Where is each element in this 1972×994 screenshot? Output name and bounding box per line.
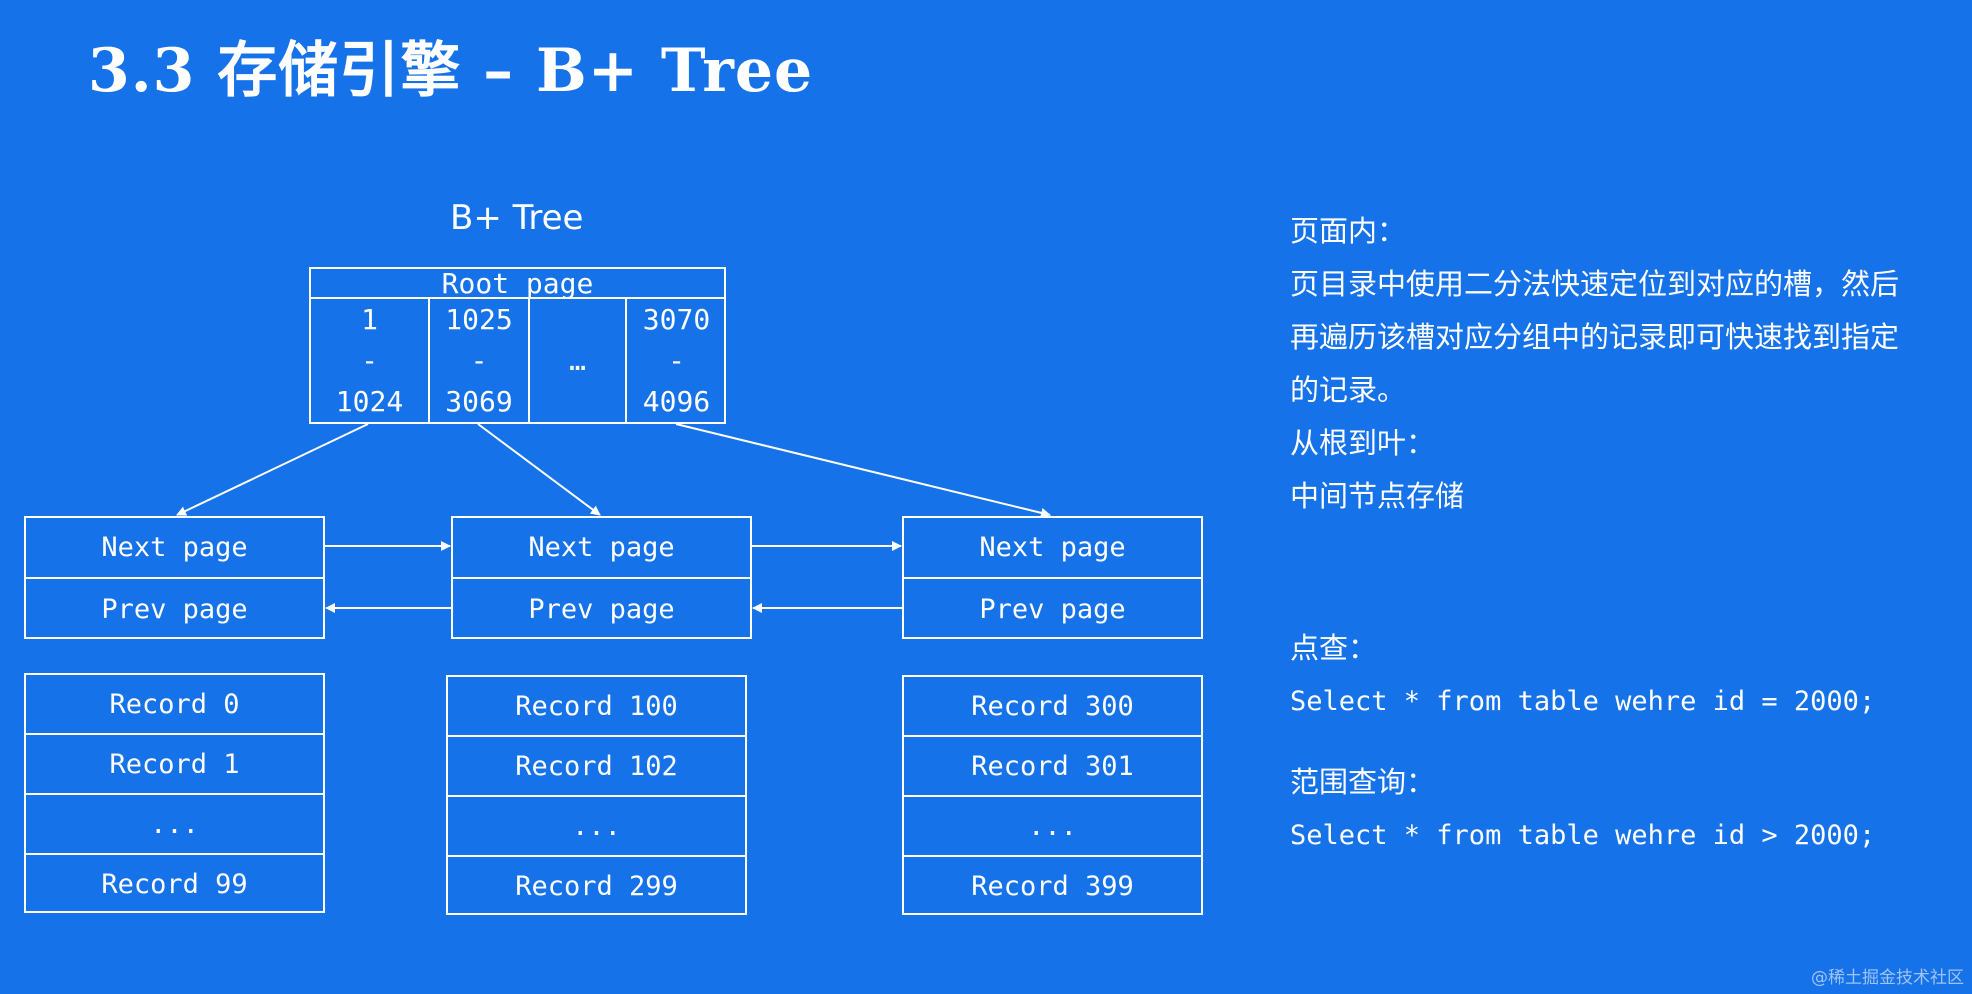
root-to-leaf-text: 中间节点存储 [1290, 479, 1465, 513]
point-query-sql: Select * from table wehre id = 2000; [1290, 686, 1876, 717]
range-ellipsis: … [569, 344, 586, 377]
range-dash: - [668, 344, 685, 377]
record-item: Record 102 [515, 750, 678, 782]
root-page-header: Root page [311, 269, 724, 299]
divider [453, 577, 750, 579]
root-range-cell: … [530, 297, 625, 422]
record-item: ... [1028, 810, 1077, 842]
record-item: Record 299 [515, 870, 678, 902]
range-dash: - [470, 344, 488, 377]
root-to-leaf-arrow [176, 423, 369, 516]
leaf-page-3: Next page Prev page [902, 516, 1203, 639]
record-item: Record 399 [971, 870, 1134, 902]
record-list-1: Record 0 Record 1 ... Record 99 [24, 673, 325, 913]
root-to-leaf-arrow [477, 423, 601, 516]
root-divider [528, 297, 530, 422]
divider [904, 577, 1201, 579]
watermark: @稀土掘金技术社区 [1811, 968, 1964, 988]
divider [448, 735, 745, 737]
record-list-3: Record 300 Record 301 ... Record 399 [902, 675, 1203, 915]
in-page-line: 的记录。 [1290, 373, 1407, 407]
in-page-label: 页面内： [1290, 214, 1407, 248]
point-query-label: 点查： [1290, 631, 1378, 665]
range-query-label: 范围查询： [1290, 765, 1436, 799]
prev-page-label: Prev page [101, 593, 248, 625]
record-item: Record 301 [971, 750, 1134, 782]
divider [26, 577, 323, 579]
root-divider [625, 297, 627, 422]
in-page-line: 页目录中使用二分法快速定位到对应的槽，然后 [1290, 267, 1900, 301]
divider [448, 855, 745, 857]
root-range-cell: 1025 - 3069 [430, 297, 528, 422]
record-item: Record 1 [109, 748, 240, 780]
range-dash: - [361, 344, 378, 377]
range-start: 1 [361, 303, 378, 336]
in-page-line: 再遍历该槽对应分组中的记录即可快速找到指定 [1290, 320, 1900, 354]
range-end: 3069 [445, 385, 513, 418]
divider [448, 795, 745, 797]
next-page-label: Next page [979, 532, 1126, 563]
root-to-leaf-label: 从根到叶： [1290, 426, 1436, 460]
record-item: ... [150, 808, 199, 840]
range-end: 4096 [642, 385, 711, 418]
leaf-page-2: Next page Prev page [451, 516, 752, 639]
root-range-cell: 3070 - 4096 [627, 297, 726, 422]
root-to-leaf-arrow [675, 423, 1051, 518]
record-item: Record 100 [515, 690, 678, 722]
slide-title: 3.3 存储引擎 – B+ Tree [88, 36, 814, 106]
notes-panel: 页面内： 页目录中使用二分法快速定位到对应的槽，然后 再遍历该槽对应分组中的记录… [1290, 205, 1930, 862]
prev-page-label: Prev page [979, 593, 1126, 625]
leaf-page-1: Next page Prev page [24, 516, 325, 639]
divider [26, 853, 323, 855]
record-item: Record 300 [971, 690, 1134, 722]
root-page: Root page 1 - 1024 1025 - 3069 … 3070 - … [309, 267, 726, 424]
root-divider [428, 297, 430, 422]
range-end: 1024 [335, 385, 404, 418]
root-range-cell: 1 - 1024 [311, 297, 428, 422]
record-item: Record 99 [101, 868, 248, 900]
range-start: 3070 [642, 303, 711, 336]
record-item: ... [572, 810, 621, 842]
diagram-title: B+ Tree [450, 198, 584, 238]
record-item: Record 0 [109, 688, 240, 720]
range-start: 1025 [445, 303, 513, 336]
record-list-2: Record 100 Record 102 ... Record 299 [446, 675, 747, 915]
divider [904, 795, 1201, 797]
prev-page-label: Prev page [528, 593, 675, 625]
range-query-sql: Select * from table wehre id > 2000; [1290, 820, 1876, 851]
next-page-label: Next page [101, 532, 248, 563]
divider [26, 733, 323, 735]
divider [26, 793, 323, 795]
divider [904, 735, 1201, 737]
next-page-label: Next page [528, 532, 675, 563]
divider [904, 855, 1201, 857]
